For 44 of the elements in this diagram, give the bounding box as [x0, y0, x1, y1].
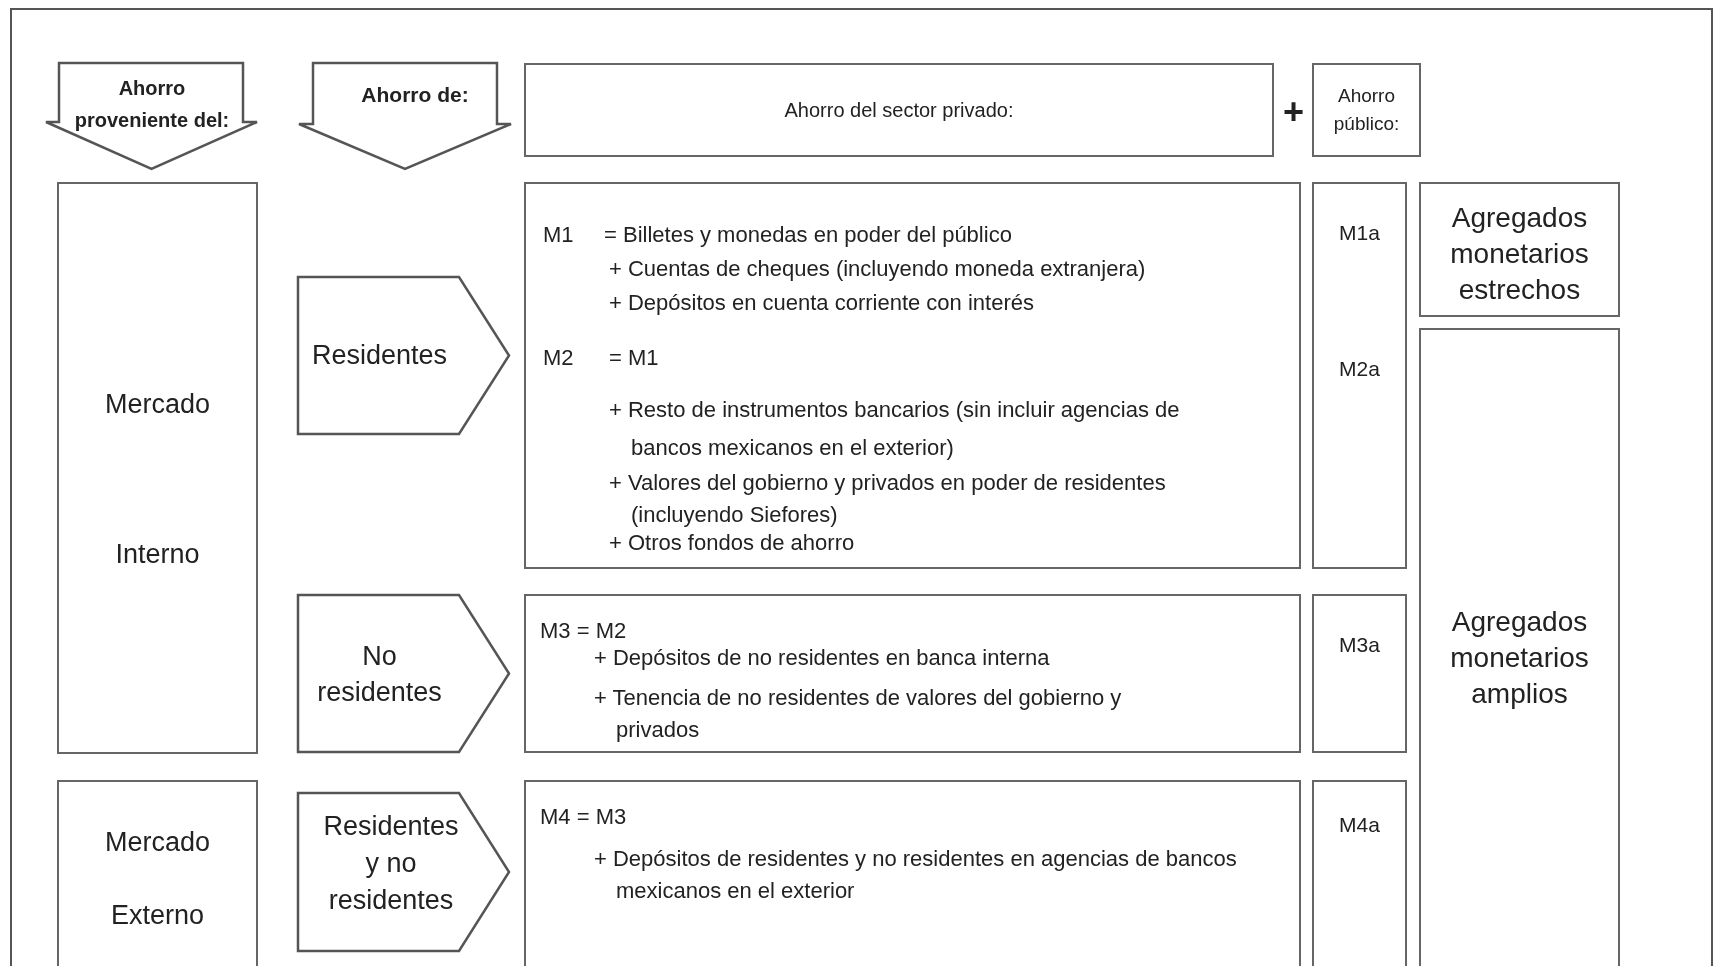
node-label: Agregados monetarios estrechos [1449, 201, 1590, 307]
formula-line: M4 = M3 [540, 803, 628, 831]
text-box [1312, 780, 1407, 966]
node-label: M1a [1338, 220, 1381, 246]
text-box [1312, 182, 1407, 569]
formula-line: + Valores del gobierno y privados en poder de residentes (incluyendo Siefores) [609, 469, 1167, 529]
formula-line: + Depósitos en cuenta corriente con interés [609, 289, 1035, 317]
node-label: Agregados monetarios amplios [1449, 605, 1590, 711]
text-box [524, 594, 1301, 753]
text-box [524, 63, 1274, 157]
text-box [1419, 328, 1620, 966]
formula-line: + Otros fondos de ahorro [609, 529, 856, 557]
text-box [1312, 63, 1421, 157]
formula-line: + Depósitos de no residentes en banca interna [594, 644, 1051, 672]
node-label: Ahorro de: [360, 82, 470, 108]
text-box [57, 780, 258, 966]
text-box [1419, 182, 1620, 317]
node-label: No residentes [316, 640, 443, 709]
node-label: Externo [109, 899, 206, 932]
formula-line: M2 [543, 344, 575, 372]
text-box [1312, 594, 1407, 753]
formula-line: + Depósitos de residentes y no residentes en agencias de bancos mexicanos en el exterior [594, 845, 1238, 905]
formula-line: + Cuentas de cheques (incluyendo moneda extranjera) [609, 255, 1147, 283]
node-label: M4a [1338, 812, 1381, 838]
node-label: Ahorro del sector privado: [783, 98, 1015, 123]
node-label: Mercado [103, 826, 211, 859]
node-label: Residentes y no residentes [322, 810, 460, 917]
formula-line: + Tenencia de no residentes de valores del gobierno y privados [594, 684, 1123, 744]
formula-line: M1 [543, 221, 575, 249]
formula-line: = Billetes y monedas en poder del público [604, 221, 1013, 249]
formula-line: M3 = M2 [540, 617, 628, 645]
plus-sign: + [1283, 92, 1305, 132]
text-box [524, 182, 1301, 569]
node-label: Interno [114, 538, 201, 571]
node-label: Residentes [310, 339, 449, 372]
text-box [57, 182, 258, 754]
node-label: M2a [1338, 356, 1381, 382]
node-label: Ahorro proveniente del: [73, 76, 231, 133]
text-box [524, 780, 1301, 966]
node-label: M3a [1338, 632, 1381, 658]
formula-line: = M1 [609, 344, 660, 372]
formula-line: + Resto de instrumentos bancarios (sin incluir agencias de bancos mexicanos en el exterior) [609, 396, 1181, 462]
node-label: Ahorro público: [1332, 84, 1401, 136]
node-label: Mercado [103, 388, 211, 421]
